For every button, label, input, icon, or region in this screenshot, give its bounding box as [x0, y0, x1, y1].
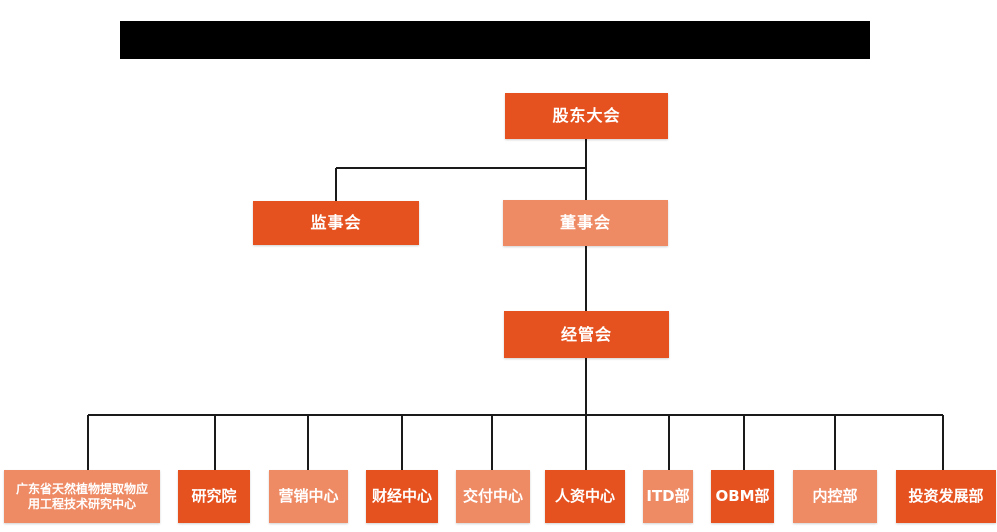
org-node-hr-center: 人资中心 — [545, 470, 625, 523]
org-node-research-engineering-center: 广东省天然植物提取物应用工程技术研究中心 — [4, 470, 160, 523]
org-node-label: 人资中心 — [554, 487, 615, 506]
org-node-label: ITD部 — [646, 487, 690, 506]
org-node-finance-center: 财经中心 — [366, 470, 438, 523]
org-node-label: 监事会 — [310, 213, 362, 232]
org-node-delivery-center: 交付中心 — [456, 470, 530, 523]
org-node-label: 广东省天然植物提取物应用工程技术研究中心 — [15, 481, 148, 511]
org-node-marketing-center: 营销中心 — [269, 470, 348, 523]
org-node-board-of-directors: 董事会 — [503, 200, 668, 246]
org-node-investment-development-department: 投资发展部 — [896, 470, 996, 523]
org-node-label: 交付中心 — [462, 487, 523, 506]
org-node-label: 经管会 — [560, 324, 612, 344]
org-node-label: 财经中心 — [371, 487, 432, 506]
org-node-label: 董事会 — [559, 213, 611, 232]
org-node-label: 内控部 — [812, 487, 858, 506]
org-node-label: OBM部 — [715, 487, 770, 506]
redacted-title-bar — [120, 21, 870, 59]
org-node-label: 研究院 — [191, 487, 237, 506]
org-node-research-institute: 研究院 — [178, 470, 250, 523]
org-node-itd-department: ITD部 — [643, 470, 693, 523]
org-node-supervisory-board: 监事会 — [253, 201, 419, 245]
org-node-internal-control-department: 内控部 — [793, 470, 877, 523]
org-node-obm-department: OBM部 — [711, 470, 774, 523]
org-node-management-committee: 经管会 — [504, 311, 669, 358]
org-node-label: 投资发展部 — [908, 487, 984, 506]
org-node-label: 营销中心 — [278, 487, 339, 506]
org-node-label: 股东大会 — [552, 106, 621, 125]
org-node-shareholders-meeting: 股东大会 — [505, 93, 668, 139]
